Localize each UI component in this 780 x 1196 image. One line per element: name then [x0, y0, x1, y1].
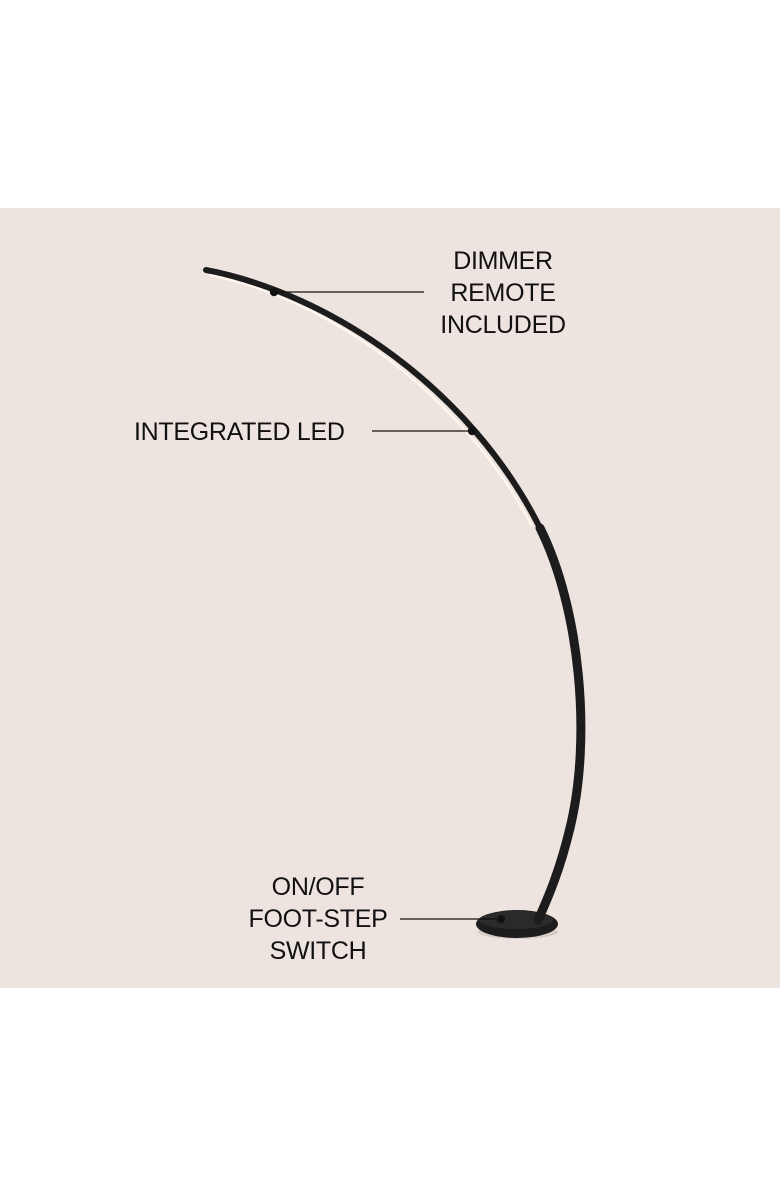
switch-callout-dot — [497, 915, 505, 923]
dimmer-remote-label: DIMMER REMOTE INCLUDED — [428, 245, 578, 341]
switch-label-line-1: ON/OFF — [271, 873, 365, 901]
dimmer-label-line-2: REMOTE — [450, 279, 556, 307]
dimmer-callout-dot — [269, 287, 279, 297]
lamp-base-top — [479, 911, 553, 929]
product-panel: DIMMER REMOTE INCLUDED INTEGRATED LED ON… — [0, 208, 780, 988]
switch-label-line-3: SWITCH — [269, 937, 367, 965]
dimmer-label-line-1: DIMMER — [453, 247, 553, 275]
switch-label-line-2: FOOT-STEP — [248, 905, 388, 933]
led-light-strip — [208, 273, 534, 528]
integrated-led-label: INTEGRATED LED — [134, 416, 345, 448]
lamp-lower-pole — [533, 523, 586, 925]
led-callout-dot — [467, 426, 477, 436]
foot-switch-label: ON/OFF FOOT-STEP SWITCH — [236, 871, 400, 967]
lamp-upper-arc — [203, 267, 543, 531]
arc-floor-lamp-illustration — [203, 267, 586, 939]
led-label-text: INTEGRATED LED — [134, 418, 345, 446]
dimmer-label-line-3: INCLUDED — [440, 311, 566, 339]
